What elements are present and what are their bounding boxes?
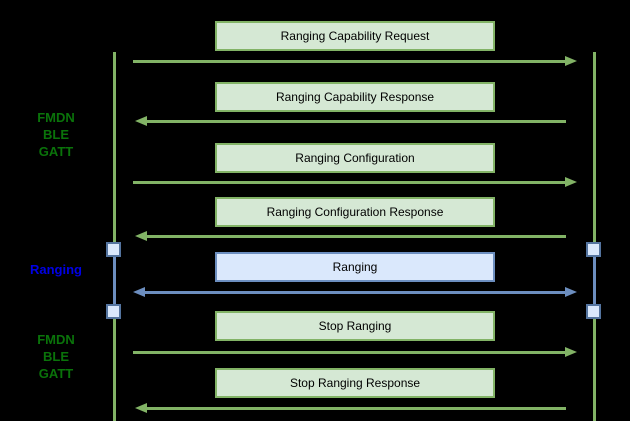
message-box-stop-ranging: Stop Ranging	[215, 311, 495, 341]
message-box-ranging-capability-request: Ranging Capability Request	[215, 21, 495, 51]
arrowhead-left-icon	[133, 287, 145, 297]
arrowhead-right-icon	[565, 56, 577, 66]
phase-label-line: BLE	[43, 127, 69, 142]
arrowhead-left-icon	[135, 403, 147, 413]
arrowhead-left-icon	[135, 231, 147, 241]
lifeline-right-green-top	[593, 52, 596, 242]
message-box-ranging: Ranging	[215, 252, 495, 282]
arrow-left-ranging-capability-response	[135, 116, 566, 126]
arrowhead-right-icon	[565, 177, 577, 187]
phase-label-ranging: Ranging	[10, 261, 102, 278]
phase-label-line: GATT	[38, 144, 74, 159]
lifeline-left-green-bottom	[113, 319, 116, 421]
arrow-bidirectional-ranging	[133, 287, 577, 297]
lifeline-right-blue-segment	[593, 257, 596, 304]
arrow-left-stop-ranging-response	[135, 403, 566, 413]
message-box-ranging-capability-response: Ranging Capability Response	[215, 82, 495, 112]
arrow-line	[145, 234, 566, 238]
phase-label-line: FMDN	[37, 110, 75, 125]
arrow-line	[133, 180, 567, 184]
arrow-line	[133, 59, 567, 63]
arrow-right-stop-ranging	[133, 347, 577, 357]
activation-marker-left-start	[106, 242, 121, 257]
phase-label-line: GATT	[38, 366, 74, 381]
arrow-line	[143, 290, 567, 294]
arrow-left-ranging-configuration-response	[135, 231, 566, 241]
activation-marker-right-start	[586, 242, 601, 257]
arrow-line	[145, 406, 566, 410]
phase-label-line: Ranging	[30, 262, 82, 277]
lifeline-left-blue-segment	[113, 257, 116, 304]
arrowhead-right-icon	[565, 347, 577, 357]
message-box-ranging-configuration: Ranging Configuration	[215, 143, 495, 173]
arrowhead-right-icon	[565, 287, 577, 297]
arrow-right-ranging-configuration	[133, 177, 577, 187]
phase-label-fmdn-ble-gatt-top: FMDN BLE GATT	[10, 109, 102, 160]
phase-label-line: BLE	[43, 349, 69, 364]
arrow-line	[133, 350, 567, 354]
phase-label-line: FMDN	[37, 332, 75, 347]
arrow-line	[145, 119, 566, 123]
arrow-right-ranging-capability-request	[133, 56, 577, 66]
activation-marker-right-end	[586, 304, 601, 319]
message-box-stop-ranging-response: Stop Ranging Response	[215, 368, 495, 398]
activation-marker-left-end	[106, 304, 121, 319]
arrowhead-left-icon	[135, 116, 147, 126]
phase-label-fmdn-ble-gatt-bottom: FMDN BLE GATT	[10, 331, 102, 382]
message-box-ranging-configuration-response: Ranging Configuration Response	[215, 197, 495, 227]
lifeline-left-green-top	[113, 52, 116, 242]
lifeline-right-green-bottom	[593, 319, 596, 421]
